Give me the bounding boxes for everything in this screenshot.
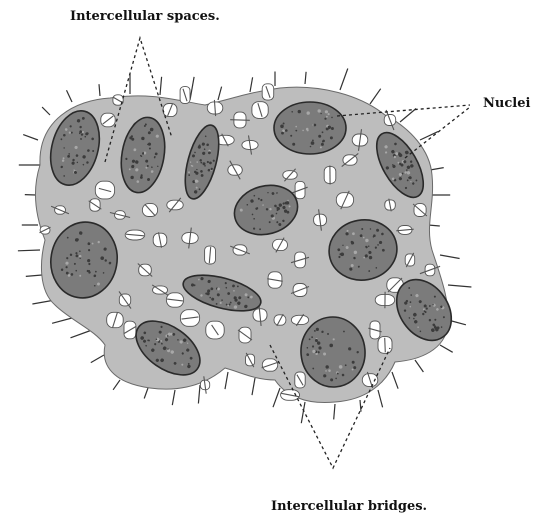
- chromatin-speck: [318, 109, 321, 112]
- chromatin-speck: [310, 146, 312, 148]
- chromatin-speck: [322, 141, 324, 143]
- cell-spine: [67, 90, 73, 102]
- cell-spine: [18, 250, 40, 251]
- chromatin-speck: [330, 136, 333, 139]
- cell-spine: [91, 355, 104, 363]
- label-intercellular-bridges: Intercellular bridges.: [271, 499, 427, 514]
- cell-spine: [392, 372, 398, 389]
- chromatin-speck: [312, 140, 314, 142]
- cell-spine: [301, 402, 305, 423]
- chromatin-speck: [291, 111, 293, 113]
- cell-spine: [273, 388, 280, 407]
- cell-spine: [99, 84, 100, 96]
- cell-spine: [23, 135, 38, 140]
- cell-spine: [305, 72, 306, 84]
- chromatin-speck: [321, 143, 324, 146]
- chromatin-speck: [312, 124, 313, 125]
- chromatin-speck: [298, 110, 301, 113]
- chromatin-speck: [302, 130, 304, 132]
- cell-spine: [190, 77, 194, 100]
- chromatin-speck: [290, 135, 292, 137]
- chromatin-speck: [307, 111, 310, 114]
- cell-spine: [334, 404, 335, 419]
- label-nuclei: Nuclei: [483, 96, 530, 111]
- cell-spine: [52, 318, 72, 323]
- chromatin-speck: [324, 118, 326, 120]
- chromatin-speck: [311, 141, 315, 145]
- cell-spine: [340, 69, 348, 91]
- bridge-line: [230, 120, 250, 121]
- cell-spine: [360, 400, 361, 412]
- nucleus: [274, 102, 346, 154]
- chromatin-speck: [322, 131, 324, 133]
- cell-spine: [71, 330, 93, 338]
- cell-spine: [172, 390, 175, 405]
- cell-spine: [113, 380, 120, 390]
- cell-spine: [440, 345, 453, 352]
- cell-spine: [160, 77, 162, 95]
- chromatin-speck: [281, 132, 284, 135]
- chromatin-speck: [331, 117, 333, 119]
- cell-spine: [370, 89, 381, 104]
- cell-spine: [198, 385, 200, 404]
- chromatin-speck: [280, 125, 284, 129]
- chromatin-speck: [313, 124, 316, 127]
- cell-spine: [440, 255, 460, 259]
- chromatin-speck: [306, 128, 309, 131]
- chromatin-speck: [328, 126, 331, 129]
- chromatin-speck: [295, 126, 297, 128]
- chromatin-speck: [292, 143, 295, 146]
- chromatin-speck: [331, 127, 334, 130]
- label-intercellular-spaces: Intercellular spaces.: [70, 9, 220, 24]
- cell-spine: [26, 275, 42, 276]
- cell-spine: [378, 390, 383, 407]
- chromatin-speck: [325, 110, 328, 113]
- bridge-line: [385, 338, 386, 352]
- cell-spine: [448, 285, 471, 287]
- cell-spine: [430, 168, 444, 170]
- cell-spine: [42, 107, 50, 115]
- chromatin-speck: [283, 123, 285, 125]
- cell-spine: [250, 77, 253, 92]
- cell-spine: [400, 109, 416, 123]
- chromatin-speck: [282, 129, 285, 132]
- cell-spine: [415, 360, 423, 372]
- cell-spine: [218, 87, 222, 100]
- chromatin-speck: [320, 146, 322, 148]
- chromatin-speck: [326, 116, 328, 118]
- chromatin-speck: [320, 113, 321, 114]
- chromatin-speck: [318, 135, 321, 138]
- chromatin-speck: [285, 129, 288, 132]
- cell-spine: [144, 388, 148, 399]
- cell-spine: [252, 378, 255, 395]
- nuclei-leader-right: [405, 107, 470, 158]
- chromatin-speck: [295, 130, 297, 132]
- cell-spine: [225, 372, 228, 389]
- chromatin-speck: [328, 113, 330, 115]
